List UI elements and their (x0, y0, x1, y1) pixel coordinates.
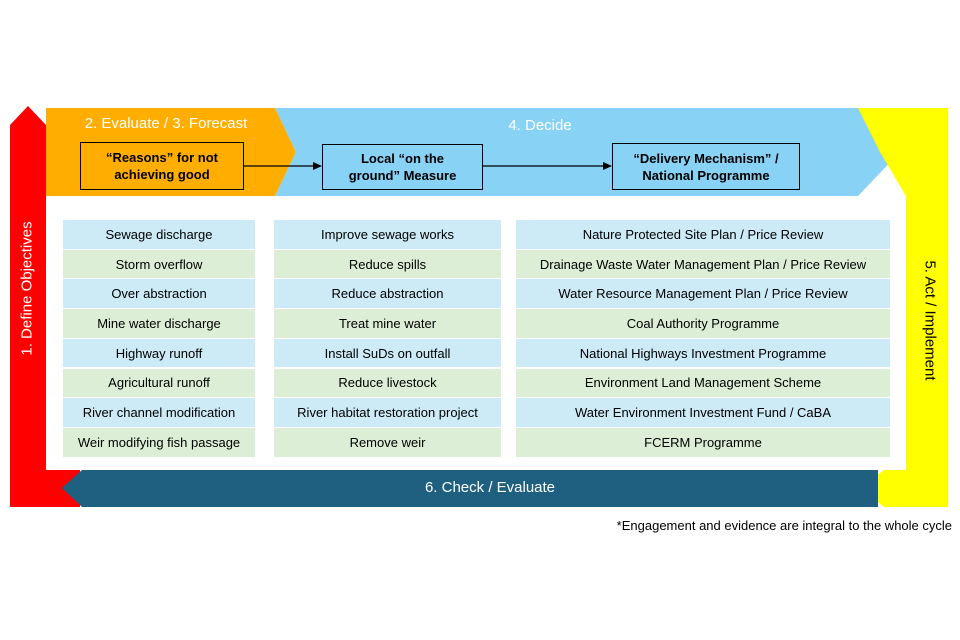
reason-cell: Agricultural runoff (63, 368, 255, 398)
stage-act-label: 5. Act / Implement (921, 260, 939, 381)
reason-cell: Weir modifying fish passage (63, 427, 255, 457)
reason-cell: Over abstraction (63, 279, 255, 309)
connector-arrowhead-1 (313, 162, 322, 170)
mechanism-cell: Water Environment Investment Fund / CaBA (516, 398, 890, 427)
mechanism-cell: Water Resource Management Plan / Price R… (516, 279, 890, 309)
connector-arrowhead-2 (603, 162, 612, 170)
measure-cell: Improve sewage works (274, 220, 501, 249)
define-objectives-arrow (10, 106, 80, 507)
mechanism-cell: Drainage Waste Water Management Plan / P… (516, 249, 890, 279)
measure-cell: Reduce livestock (274, 368, 501, 398)
measure-cell: Install SuDs on outfall (274, 338, 501, 368)
measure-cell: Treat mine water (274, 309, 501, 338)
mechanism-cell: Environment Land Management Scheme (516, 368, 890, 398)
measure-box: Local “on the ground” Measure (322, 144, 483, 190)
reason-cell: Highway runoff (63, 338, 255, 368)
reason-cell: Mine water discharge (63, 309, 255, 338)
reason-cell: River channel modification (63, 398, 255, 427)
stage-check-label: 6. Check / Evaluate (424, 479, 556, 496)
measure-cell: Remove weir (274, 427, 501, 457)
reason-cell: Sewage discharge (63, 220, 255, 249)
measure-cell: River habitat restoration project (274, 398, 501, 427)
stage-evaluate-forecast-label: 2. Evaluate / 3. Forecast (84, 115, 248, 132)
mechanism-cell: Coal Authority Programme (516, 309, 890, 338)
mechanism-box: “Delivery Mechanism” / National Programm… (612, 143, 800, 190)
reasons-box: “Reasons” for not achieving good (80, 142, 244, 190)
stage-decide-label: 4. Decide (508, 117, 572, 134)
check-evaluate-arrow (62, 470, 878, 507)
measure-cell: Reduce spills (274, 249, 501, 279)
footnote: *Engagement and evidence are integral to… (616, 518, 952, 533)
measure-cell: Reduce abstraction (274, 279, 501, 309)
mechanism-cell: National Highways Investment Programme (516, 338, 890, 368)
act-implement-arrow (858, 108, 948, 507)
mechanism-cell: FCERM Programme (516, 427, 890, 457)
mechanism-cell: Nature Protected Site Plan / Price Revie… (516, 220, 890, 249)
reason-cell: Storm overflow (63, 249, 255, 279)
stage-define-label: 1. Define Objectives (18, 221, 36, 356)
